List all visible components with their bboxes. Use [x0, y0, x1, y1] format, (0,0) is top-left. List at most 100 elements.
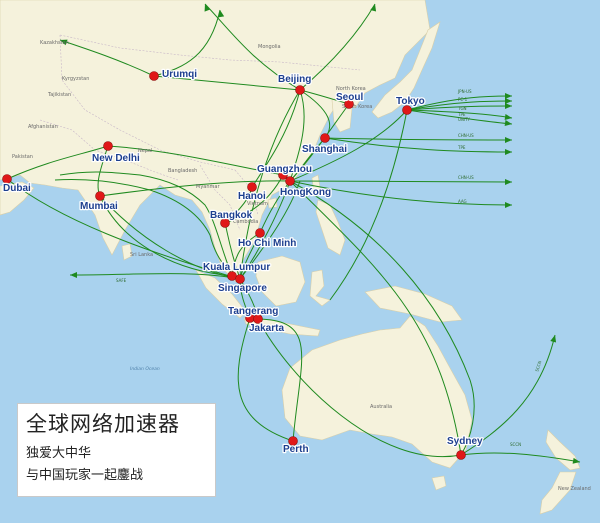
cable-label-tpe: TPE	[457, 145, 466, 150]
region-labels: Kazakhstan Mongolia Kyrgyzstan Tajikista…	[12, 40, 591, 492]
city-dot-urumqi[interactable]	[149, 71, 159, 81]
land-borneo	[255, 255, 306, 307]
cable-route-1	[59, 39, 155, 77]
cable-arrowhead-5	[505, 93, 512, 99]
city-dot-mumbai[interactable]	[95, 191, 105, 201]
cable-route-24	[329, 109, 408, 301]
cable-route-4	[204, 3, 301, 91]
city-dot-dubai[interactable]	[2, 174, 12, 184]
cable-labels: JPN-US PC-1 TGN TPE UNITY CHN-US TPE CHN…	[116, 89, 542, 447]
cable-label-sccn: SCCN	[534, 360, 542, 372]
cable-route-14	[406, 95, 513, 111]
region-south-korea: South Korea	[342, 104, 372, 110]
city-dot-ho-chi-minh[interactable]	[255, 228, 265, 238]
city-dot-bangkok[interactable]	[220, 218, 230, 228]
city-dot-guangzhou[interactable]	[278, 170, 288, 180]
cable-route-23	[289, 180, 475, 456]
land-newzealand-south	[539, 471, 577, 515]
city-dot-shanghai[interactable]	[320, 133, 330, 143]
city-label-shanghai: Shanghai	[302, 144, 347, 155]
region-vietnam: Vietnam	[247, 201, 268, 207]
land-japan	[371, 21, 441, 119]
cable-route-27	[107, 145, 284, 176]
land-masses	[0, 0, 581, 515]
region-kyrgyzstan: Kyrgyzstan	[62, 76, 89, 82]
region-srilanka: Sri Lanka	[130, 252, 153, 258]
city-dot-new-delhi[interactable]	[103, 141, 113, 151]
cable-arrowhead-10	[505, 137, 512, 143]
cable-route-46	[257, 318, 462, 458]
cable-arrowhead-12	[505, 179, 512, 185]
cable-route-16	[406, 105, 513, 111]
city-dot-sydney[interactable]	[456, 450, 466, 460]
cable-label-jpn-us: JPN-US	[457, 89, 472, 94]
city-label-kuala-lumpur: Kuala Lumpur	[203, 262, 270, 273]
cable-label-tgn: TGN	[457, 106, 467, 111]
cable-route-33	[54, 179, 241, 280]
city-label-guangzhou: Guangzhou	[257, 164, 312, 175]
cable-route-6	[289, 89, 305, 182]
cable-route-19	[324, 137, 513, 141]
cable-route-15	[406, 100, 513, 111]
cable-route-31	[99, 195, 241, 280]
cable-route-45	[237, 317, 294, 442]
region-australia: Australia	[370, 404, 392, 410]
sea-indian-ocean: Indian Ocean	[130, 366, 160, 372]
cable-arrowhead-15	[550, 335, 557, 343]
region-tajikistan: Tajikistan	[47, 92, 71, 98]
cable-route-7	[251, 89, 301, 188]
cable-route-8	[239, 89, 301, 280]
land-newzealand-north	[545, 429, 581, 471]
city-label-urumqi: Urumqi	[162, 69, 197, 80]
city-dot-hanoi[interactable]	[247, 182, 257, 192]
region-kazakhstan: Kazakhstan	[40, 40, 69, 46]
city-dot-hongkong[interactable]	[285, 176, 295, 186]
land-srilanka	[121, 243, 133, 261]
cable-label-chn-us: CHN-US	[458, 133, 474, 138]
cable-route-18	[406, 109, 513, 125]
region-afghanistan: Afghanistan	[28, 124, 58, 130]
cable-label-pc1: PC-1	[458, 97, 468, 102]
cable-route-2	[153, 9, 221, 77]
cable-route-30	[99, 195, 233, 277]
cable-route-25	[6, 145, 109, 180]
city-dot-perth[interactable]	[288, 436, 298, 446]
region-pakistan: Pakistan	[12, 154, 33, 160]
city-label-new-delhi: New Delhi	[92, 153, 140, 164]
cable-arrowhead-14	[70, 272, 77, 278]
city-label-dubai: Dubai	[3, 183, 31, 194]
land-taiwan	[311, 174, 321, 193]
cable-arrowhead-7	[505, 103, 512, 109]
city-dot-singapore[interactable]	[235, 274, 245, 284]
cable-route-26	[6, 178, 241, 280]
cable-arrowhead-3	[218, 10, 225, 18]
city-dot-jakarta[interactable]	[253, 314, 263, 324]
cable-label-safe: SAFE	[116, 278, 127, 283]
cable-route-5	[299, 3, 376, 91]
cable-arrowhead-8	[504, 114, 512, 120]
city-dot-tokyo[interactable]	[402, 105, 412, 115]
city-label-hanoi: Hanoi	[238, 191, 266, 202]
region-new-zealand: New Zealand	[558, 486, 591, 492]
city-label-tokyo: Tokyo	[396, 96, 425, 107]
border-china-west	[59, 34, 236, 171]
cable-route-40	[239, 180, 291, 280]
cable-route-29	[99, 180, 291, 197]
cable-route-13	[289, 109, 408, 182]
city-label-beijing: Beijing	[278, 74, 311, 85]
city-label-perth: Perth	[283, 444, 309, 455]
cable-label-tpe-top: TPE	[457, 112, 466, 117]
cable-route-3	[153, 75, 301, 91]
cable-arrowhead-1	[204, 4, 211, 12]
region-mongolia: Mongolia	[258, 44, 281, 50]
cable-route-41	[239, 180, 301, 280]
promo-card: 全球网络加速器 独爱大中华 与中国玩家一起鏖战	[17, 403, 216, 497]
city-dot-seoul[interactable]	[344, 99, 354, 109]
cable-route-21	[289, 180, 513, 183]
cable-route-42	[69, 273, 241, 280]
cable-arrowhead-16	[572, 457, 580, 464]
cable-route-20	[324, 137, 513, 153]
cable-arrowhead-6	[505, 98, 512, 104]
city-dot-beijing[interactable]	[295, 85, 305, 95]
